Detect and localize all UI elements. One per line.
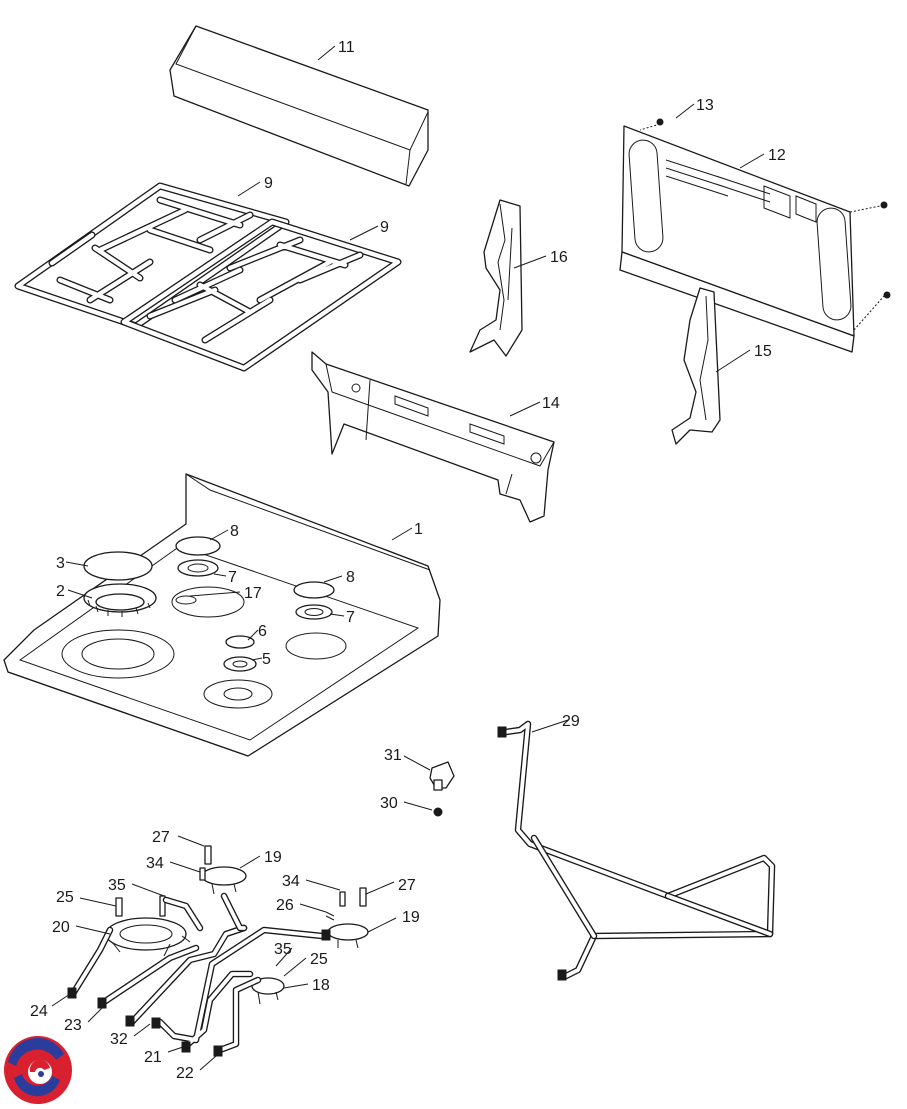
label-19a: 19 xyxy=(264,849,282,866)
part-31-elbow-fitting xyxy=(429,761,455,791)
label-15: 15 xyxy=(754,343,772,360)
label-20: 20 xyxy=(52,919,70,936)
label-24: 24 xyxy=(30,1003,48,1020)
label-8a: 8 xyxy=(230,523,239,540)
lower-gas-tubes xyxy=(67,892,331,1057)
label-16: 16 xyxy=(550,249,568,266)
label-23: 23 xyxy=(64,1017,82,1034)
label-7a: 7 xyxy=(228,569,237,586)
label-3: 3 xyxy=(56,555,65,572)
label-12: 12 xyxy=(768,147,786,164)
part-26-clip xyxy=(325,911,335,921)
part-9-grate-left xyxy=(14,182,290,330)
label-14: 14 xyxy=(542,395,560,412)
label-34b: 34 xyxy=(282,873,300,890)
part-34-thermocouple-right xyxy=(339,891,346,907)
part-25-electrode-left xyxy=(115,897,123,917)
part-6-small-cap xyxy=(225,635,255,649)
part-30-nozzle xyxy=(433,807,443,817)
part-7-burner-rear xyxy=(177,559,219,577)
part-5-small-burner xyxy=(223,656,257,672)
label-7b: 7 xyxy=(346,609,355,626)
label-30: 30 xyxy=(380,795,398,812)
part-8-cap-rear xyxy=(175,536,221,556)
label-35a: 35 xyxy=(108,877,126,894)
label-9a: 9 xyxy=(264,175,273,192)
label-29: 29 xyxy=(562,713,580,730)
part-12-back-panel xyxy=(619,118,891,353)
label-6: 6 xyxy=(258,623,267,640)
part-27-electrode-left xyxy=(204,845,212,865)
label-8b: 8 xyxy=(346,569,355,586)
label-22: 22 xyxy=(176,1065,194,1082)
part-14-manifold-panel xyxy=(311,351,555,523)
label-35b: 35 xyxy=(274,941,292,958)
part-2-large-burner xyxy=(83,583,157,617)
part-9-grate-right xyxy=(120,218,402,372)
part-20-burner-valve xyxy=(105,917,191,957)
label-27a: 27 xyxy=(152,829,170,846)
label-31: 31 xyxy=(384,747,402,764)
leader-lines xyxy=(51,45,765,1071)
part-8-cap-right xyxy=(293,581,335,599)
label-34a: 34 xyxy=(146,855,164,872)
label-25b: 25 xyxy=(310,951,328,968)
label-1: 1 xyxy=(414,521,423,538)
part-34-thermocouple-left xyxy=(199,867,206,881)
label-26: 26 xyxy=(276,897,294,914)
label-11: 11 xyxy=(338,39,355,56)
label-5: 5 xyxy=(262,651,271,668)
label-27b: 27 xyxy=(398,877,416,894)
part-11-cover xyxy=(169,25,429,187)
part-number-labels: 11 9 9 13 12 16 15 14 1 8 7 17 8 7 6 5 3… xyxy=(30,39,786,1082)
label-18: 18 xyxy=(312,977,330,994)
label-2: 2 xyxy=(56,583,65,600)
part-16-side-bracket xyxy=(469,199,523,357)
label-13: 13 xyxy=(696,97,714,114)
label-9b: 9 xyxy=(380,219,389,236)
part-35-igniter-left xyxy=(159,895,166,917)
part-1-cooktop xyxy=(3,473,441,757)
spiral-logo-icon xyxy=(4,1036,72,1104)
part-19-valve-right xyxy=(327,923,369,949)
part-7-burner-right xyxy=(295,604,333,620)
part-15-side-bracket xyxy=(671,287,721,445)
label-19b: 19 xyxy=(402,909,420,926)
part-19-valve-rear xyxy=(201,866,247,895)
label-25a: 25 xyxy=(56,889,74,906)
part-27-electrode-right xyxy=(359,887,367,907)
label-32: 32 xyxy=(110,1031,128,1048)
part-17-burner-base xyxy=(175,595,197,605)
part-3-large-cap xyxy=(83,551,153,581)
label-17: 17 xyxy=(244,585,262,602)
part-29-gas-pipe xyxy=(497,720,776,981)
label-21: 21 xyxy=(144,1049,162,1066)
